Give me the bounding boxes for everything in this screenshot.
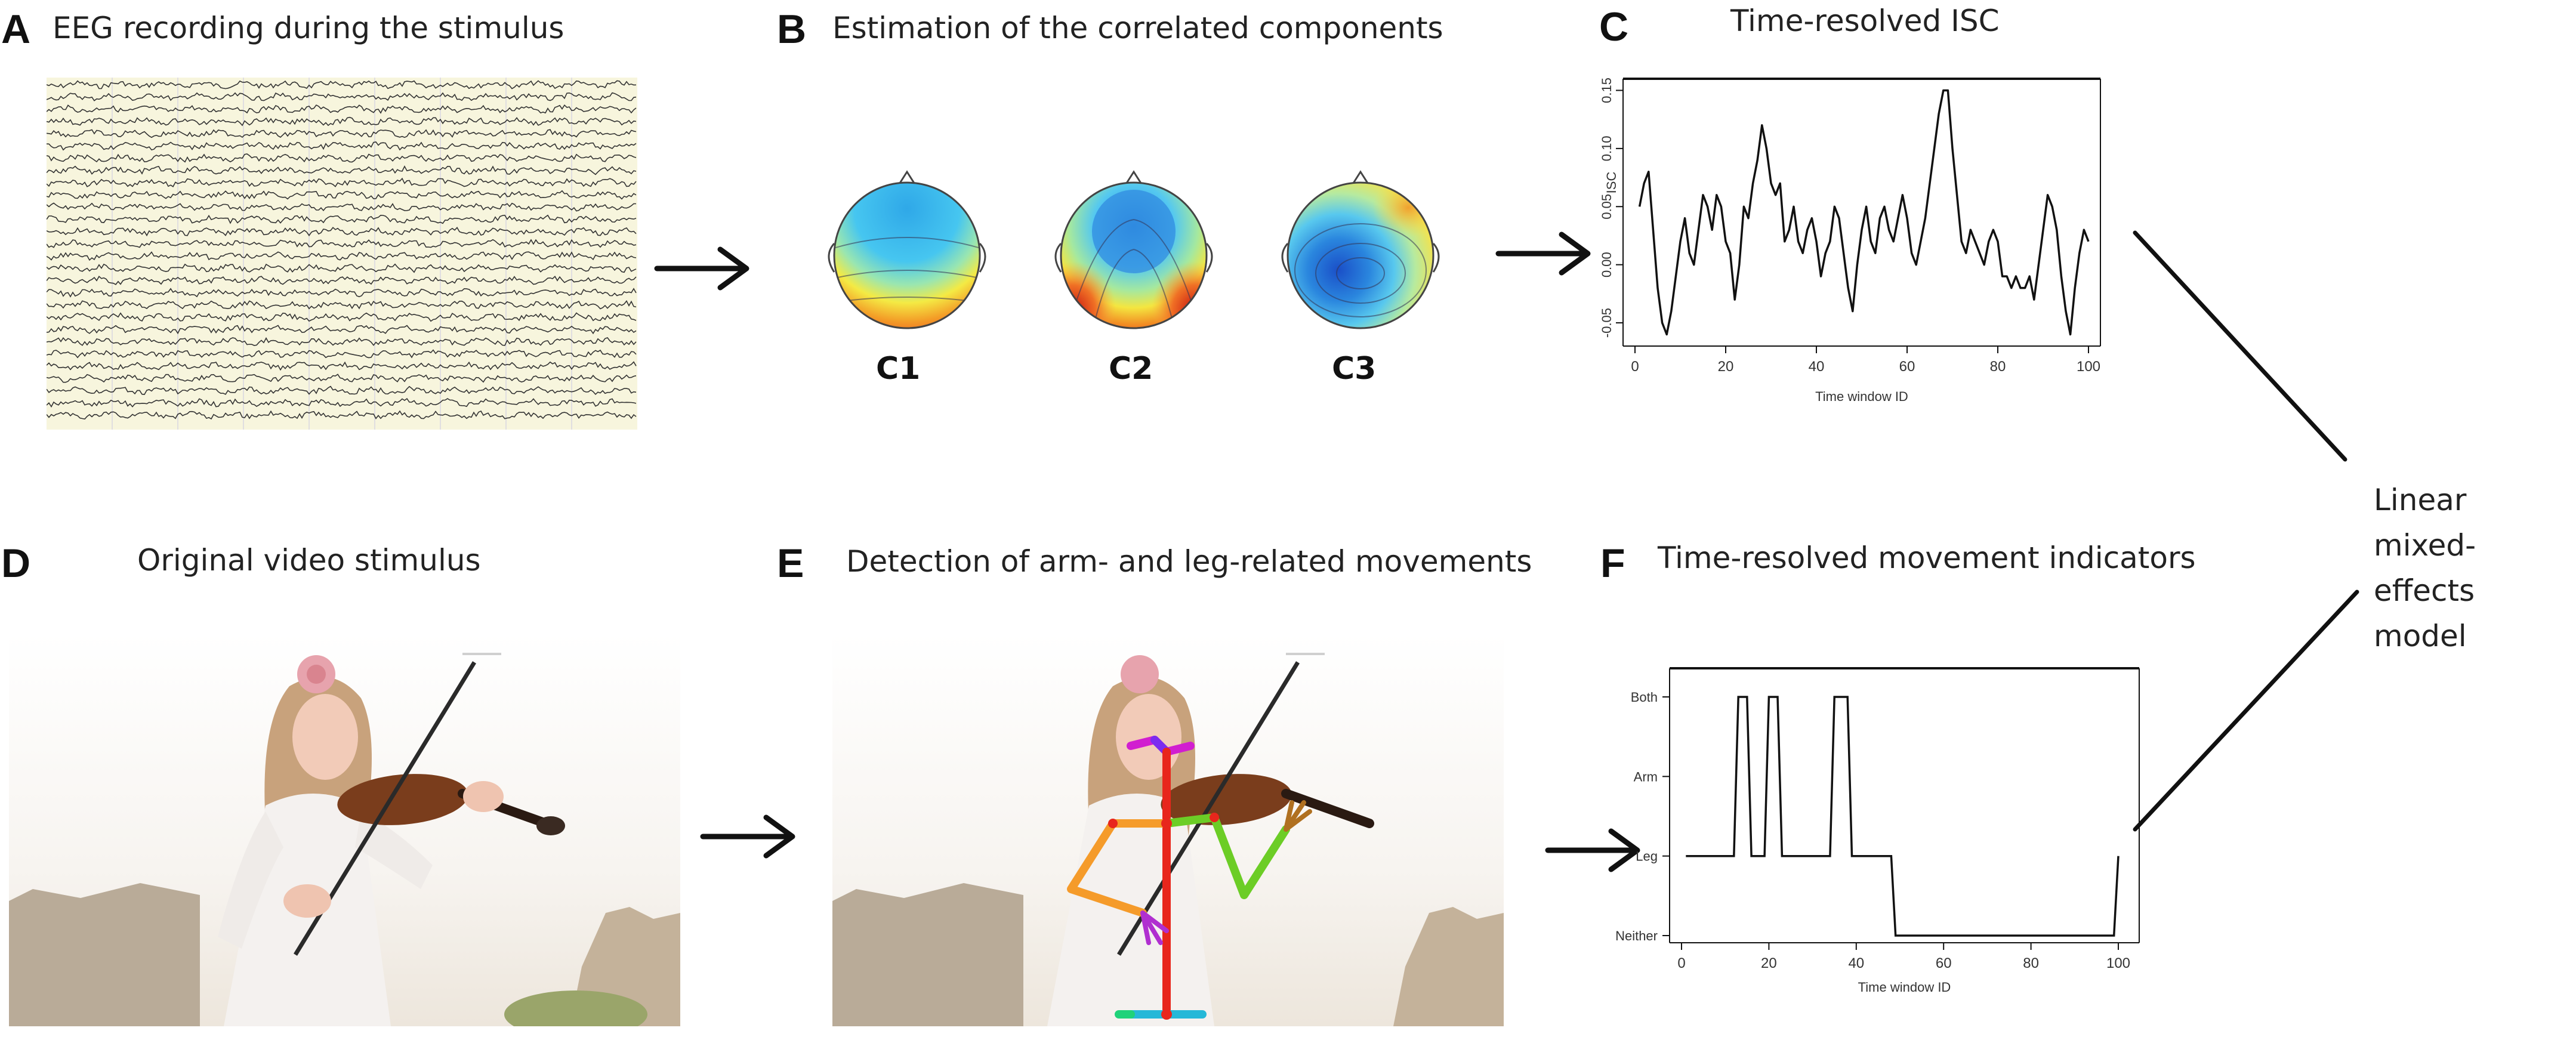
x-tick-label: 40: [1809, 359, 1825, 375]
arrow-icon: [700, 814, 795, 859]
eeg-trace: [47, 312, 637, 322]
arrow-icon: [654, 246, 749, 291]
movement-series-line: [1686, 696, 2120, 937]
eeg-trace: [47, 202, 637, 212]
panel-title-a: EEG recording during the stimulus: [53, 11, 564, 45]
x-tick-label: 100: [2106, 955, 2130, 971]
x-axis-label: Time window ID: [1815, 389, 1908, 404]
panel-title-c: Time-resolved ISC: [1730, 4, 2000, 38]
eeg-trace: [47, 190, 637, 200]
arrow-icon: [1495, 232, 1591, 276]
eeg-trace: [47, 92, 637, 101]
eeg-trace: [47, 239, 637, 248]
eeg-trace: [47, 361, 637, 371]
panel-letter-b: B: [777, 7, 807, 52]
panel-letter-c: C: [1599, 4, 1629, 50]
eeg-trace: [47, 214, 637, 224]
eeg-trace: [47, 276, 637, 285]
panel-letter-d: D: [1, 541, 31, 586]
model-label-line1: Linear mixed-: [2374, 483, 2476, 563]
y-tick-label: Neither: [1615, 928, 1658, 943]
eeg-trace: [47, 251, 637, 261]
eeg-trace: [47, 177, 637, 187]
eeg-trace: [47, 385, 637, 396]
y-tick-label: Arm: [1634, 769, 1658, 784]
x-tick-label: 80: [2023, 955, 2039, 971]
x-tick-label: 20: [1761, 955, 1777, 971]
x-tick-label: 60: [1899, 359, 1915, 375]
topomap-c3: [1281, 170, 1440, 329]
x-tick-label: 80: [1990, 359, 2006, 375]
eeg-trace: [47, 165, 637, 175]
y-tick-label: Leg: [1636, 849, 1658, 864]
connector-lines: [2133, 230, 2359, 832]
eeg-trace: [47, 80, 637, 90]
isc-series-line: [1638, 89, 2090, 336]
x-axis-label: Time window ID: [1858, 980, 1951, 995]
y-tick-label: 0.10: [1599, 135, 1614, 161]
panel-letter-e: E: [777, 541, 804, 586]
eeg-trace: [47, 374, 637, 383]
panel-letter-a: A: [1, 7, 31, 52]
y-tick-label: -0.05: [1599, 308, 1614, 338]
x-tick-label: 0: [1631, 359, 1639, 375]
y-tick-label: 0.15: [1599, 78, 1614, 103]
eeg-trace: [47, 129, 637, 138]
eeg-trace: [47, 397, 637, 408]
eeg-trace: [47, 141, 637, 151]
eeg-trace: [47, 104, 637, 114]
component-label-c2: C2: [1109, 351, 1153, 387]
x-tick-label: 100: [2077, 359, 2100, 375]
scalp-topomaps: [828, 170, 1440, 329]
x-tick-label: 0: [1677, 955, 1685, 971]
arrow-icon: [1545, 828, 1640, 872]
x-tick-label: 20: [1718, 359, 1734, 375]
eeg-trace: [47, 116, 637, 126]
y-tick-label: 0.05: [1599, 194, 1614, 220]
eeg-trace: [47, 410, 637, 420]
y-tick-label: Both: [1631, 690, 1658, 705]
panel-letter-f: F: [1600, 541, 1625, 586]
model-label-line2: effects model: [2374, 573, 2475, 653]
eeg-trace: [47, 227, 637, 237]
eeg-trace: [47, 325, 637, 335]
pose-detection-image: [832, 632, 1504, 1026]
x-tick-label: 60: [1936, 955, 1952, 971]
eeg-trace: [47, 153, 637, 163]
topomap-c2: [1054, 170, 1213, 329]
model-label: Linear mixed- effects model: [2374, 477, 2576, 659]
eeg-trace: [47, 349, 637, 359]
eeg-recording-image: [47, 78, 637, 430]
panel-title-e: Detection of arm- and leg-related moveme…: [846, 544, 1532, 579]
panel-title-d: Original video stimulus: [137, 543, 481, 578]
component-label-c3: C3: [1332, 351, 1377, 387]
y-axis-label: ISC: [1604, 172, 1619, 194]
eeg-trace: [47, 337, 637, 346]
y-tick-label: 0.00: [1599, 252, 1614, 277]
panel-title-b: Estimation of the correlated components: [832, 11, 1443, 45]
x-tick-label: 40: [1848, 955, 1864, 971]
eeg-trace: [47, 288, 637, 298]
eeg-trace: [47, 300, 637, 310]
component-label-c1: C1: [876, 351, 921, 387]
topomap-c1: [828, 170, 986, 329]
video-stimulus-image: [9, 632, 680, 1026]
eeg-trace: [47, 263, 637, 273]
panel-title-f: Time-resolved movement indicators: [1658, 541, 2196, 575]
